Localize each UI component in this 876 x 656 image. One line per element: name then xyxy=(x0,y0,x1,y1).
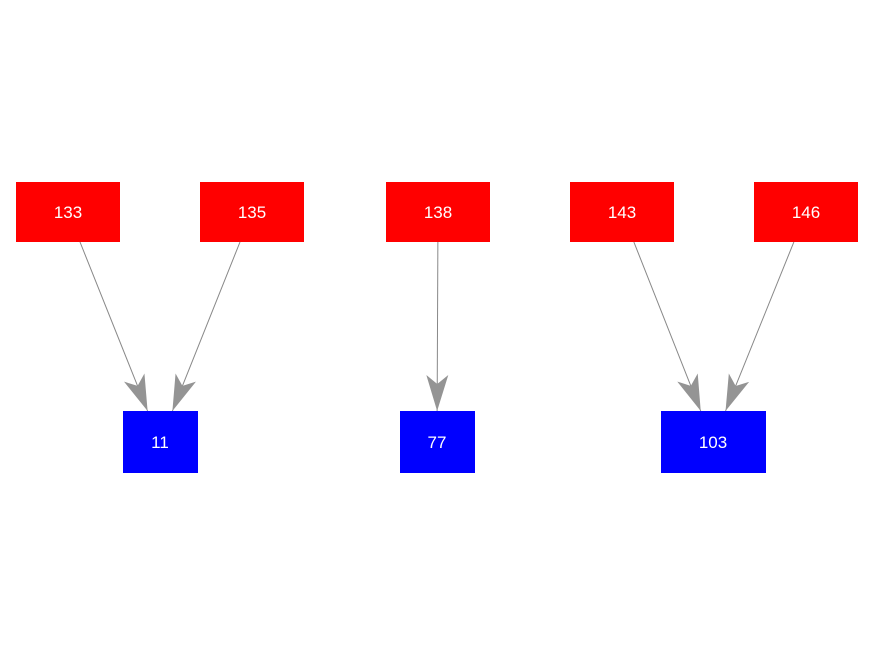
edge-group xyxy=(79,241,795,412)
node-label: 146 xyxy=(791,202,821,222)
node-133: 133 xyxy=(16,182,120,242)
node-label: 11 xyxy=(151,432,169,452)
node-label: 138 xyxy=(423,202,453,222)
edge-138-77 xyxy=(426,241,449,412)
node-135: 135 xyxy=(200,182,304,242)
node-103: 103 xyxy=(660,411,766,473)
node-label: 103 xyxy=(698,432,728,452)
node-146: 146 xyxy=(754,182,858,242)
node-138: 138 xyxy=(386,182,490,242)
edge-135-11 xyxy=(171,241,241,412)
node-77: 77 xyxy=(399,411,475,473)
edge-143-103 xyxy=(633,241,702,412)
node-143: 143 xyxy=(570,182,674,242)
edge-146-103 xyxy=(725,241,795,412)
node-label: 135 xyxy=(237,202,267,222)
node-11: 11 xyxy=(122,411,198,473)
node-label: 133 xyxy=(53,202,83,222)
node-label: 77 xyxy=(427,432,447,452)
node-label: 143 xyxy=(607,202,637,222)
edge-133-11 xyxy=(79,241,149,412)
